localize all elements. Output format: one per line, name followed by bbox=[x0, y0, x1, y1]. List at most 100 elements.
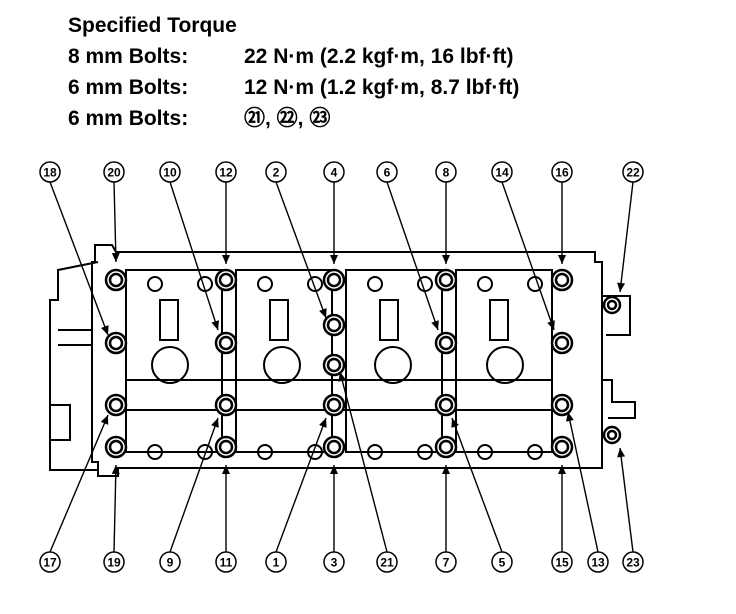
leader-line bbox=[339, 371, 388, 553]
bolt-number-label: 17 bbox=[43, 556, 57, 570]
leader-arrowhead bbox=[211, 418, 219, 428]
leader-arrowheads bbox=[100, 252, 626, 475]
spec-row-label: 6 mm Bolts: bbox=[68, 107, 189, 130]
bolt-washer-ring bbox=[554, 439, 570, 455]
leader-arrowhead bbox=[211, 320, 220, 330]
leader-arrowhead bbox=[565, 412, 574, 422]
bolt-number-circle bbox=[103, 161, 125, 183]
leader-arrowhead bbox=[111, 252, 120, 262]
bolt-number-label: 1 bbox=[273, 556, 280, 570]
bolt-number-label: 9 bbox=[167, 556, 174, 570]
leader-line bbox=[49, 414, 109, 553]
bolt-washer-ring bbox=[438, 335, 454, 351]
bolt-number-label: 6 bbox=[384, 166, 391, 180]
bolt-number-label: 19 bbox=[107, 556, 121, 570]
bolt-washer-ring bbox=[108, 439, 124, 455]
spec-row-label: 8 mm Bolts: bbox=[68, 45, 189, 68]
bolt-washer-ring bbox=[108, 335, 124, 351]
bolt-washer-ring bbox=[326, 317, 342, 333]
bolt-number-label: 14 bbox=[495, 166, 509, 180]
spec-row-value: 12 N·m (1.2 kgf·m, 8.7 lbf·ft) bbox=[244, 76, 520, 99]
spec-row-6mm-bolts: 6 mm Bolts: ㉑, ㉒, ㉓ bbox=[68, 103, 519, 134]
bolt-number-label: 13 bbox=[591, 556, 605, 570]
bolt-washer-ring bbox=[218, 272, 234, 288]
bolt-number-label: 21 bbox=[380, 556, 394, 570]
bolt-number-circle bbox=[323, 161, 345, 183]
bolt-washer-ring bbox=[218, 439, 234, 455]
bolt-number-label: 3 bbox=[331, 556, 338, 570]
bolt-number-label: 8 bbox=[443, 166, 450, 180]
bolt-washer-ring bbox=[438, 397, 454, 413]
bolt-number-label: 4 bbox=[331, 166, 338, 180]
spec-row-8mm: 8 mm Bolts: 22 N·m (2.2 kgf·m, 16 lbf·ft… bbox=[68, 41, 519, 72]
bolt-number-circle bbox=[265, 161, 287, 183]
bolt-number-circle bbox=[159, 551, 181, 573]
bolt-number-circle bbox=[551, 161, 573, 183]
leader-arrowhead bbox=[558, 465, 566, 474]
leader-arrowhead bbox=[617, 448, 626, 458]
leader-arrowhead bbox=[547, 320, 555, 330]
leader-arrowhead bbox=[222, 465, 230, 474]
leader-line bbox=[113, 464, 117, 553]
spec-row-6mm: 6 mm Bolts: 12 N·m (1.2 kgf·m, 8.7 lbf·f… bbox=[68, 72, 519, 103]
bolt-number-label: 5 bbox=[499, 556, 506, 570]
leader-arrowhead bbox=[101, 325, 109, 335]
leader-arrowhead bbox=[451, 418, 459, 428]
torque-specification: Specified Torque 8 mm Bolts: 22 N·m (2.2… bbox=[68, 10, 519, 134]
bolt-number-circle bbox=[39, 161, 61, 183]
leader-arrowhead bbox=[330, 255, 338, 264]
bolt-number-label: 15 bbox=[555, 556, 569, 570]
bolt-washer-ring bbox=[554, 272, 570, 288]
bolt-washer-ring bbox=[326, 357, 342, 373]
bolt-number-label: 7 bbox=[443, 556, 450, 570]
bolts bbox=[104, 268, 622, 459]
spec-row-value: 22 N·m (2.2 kgf·m, 16 lbf·ft) bbox=[244, 45, 514, 68]
bolt-washer-ring bbox=[218, 397, 234, 413]
bolt-number-circle bbox=[622, 161, 644, 183]
bolt-number-label: 18 bbox=[43, 166, 57, 180]
bolt-washer-ring bbox=[326, 397, 342, 413]
bolt-washer-ring bbox=[218, 335, 234, 351]
bolt-number-circle bbox=[39, 551, 61, 573]
bolt-washer-ring bbox=[606, 429, 618, 441]
bolt-washer-ring bbox=[438, 439, 454, 455]
bolt-washer-ring bbox=[438, 272, 454, 288]
bolt-number-circle bbox=[215, 161, 237, 183]
leader-line bbox=[386, 181, 439, 331]
leader-arrowhead bbox=[111, 465, 120, 475]
bolt-number-label: 2 bbox=[273, 166, 280, 180]
bolt-number-circle bbox=[215, 551, 237, 573]
leader-line bbox=[275, 417, 327, 553]
leader-arrowhead bbox=[319, 418, 327, 428]
bolt-washer-ring bbox=[108, 397, 124, 413]
bolt-number-label: 22 bbox=[626, 166, 640, 180]
bolt-number-circle bbox=[103, 551, 125, 573]
leader-line bbox=[49, 181, 109, 336]
leader-line bbox=[169, 181, 219, 331]
leader-line bbox=[619, 181, 634, 293]
bolt-number-circle bbox=[435, 551, 457, 573]
bolt-number-label: 11 bbox=[220, 556, 233, 570]
leader-line bbox=[501, 181, 555, 331]
leader-arrowhead bbox=[319, 308, 327, 318]
bolt-number-circle bbox=[435, 161, 457, 183]
spec-row-value: ㉑, ㉒, ㉓ bbox=[244, 107, 331, 130]
bolt-washer-ring bbox=[326, 439, 342, 455]
leader-line bbox=[451, 417, 503, 553]
leader-line bbox=[113, 181, 117, 263]
bolt-washer-ring bbox=[326, 272, 342, 288]
bolt-washer-ring bbox=[108, 272, 124, 288]
bolt-number-circle bbox=[491, 551, 513, 573]
bolt-number-circle bbox=[622, 551, 644, 573]
bolt-washer-ring bbox=[606, 299, 618, 311]
bolt-number-circle bbox=[376, 551, 398, 573]
bolt-washer-ring bbox=[554, 335, 570, 351]
bolt-number-label: 23 bbox=[626, 556, 640, 570]
bolt-number-circle bbox=[323, 551, 345, 573]
bolt-number-circle bbox=[551, 551, 573, 573]
bolt-number-label: 10 bbox=[163, 166, 177, 180]
leader-arrowhead bbox=[442, 465, 450, 474]
bolt-number-circle bbox=[587, 551, 609, 573]
